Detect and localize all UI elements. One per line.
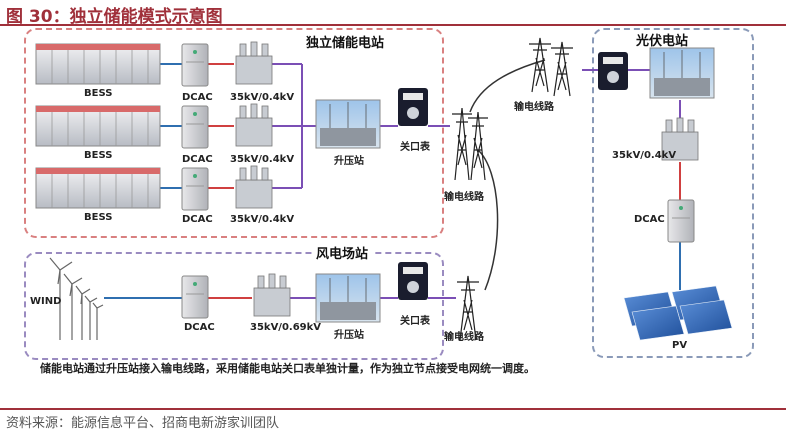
dcac-label-pv: DCAC	[634, 214, 665, 225]
pv-panel-icons	[623, 285, 733, 341]
transformer-label-1: 35kV/0.4kV	[230, 92, 295, 103]
bess-label-1: BESS	[84, 88, 113, 99]
bess-container-3	[35, 167, 161, 209]
transformer-label-pv: 35kV/0.4kV	[612, 150, 677, 161]
tower-icon-5	[457, 275, 479, 341]
substation-pv	[649, 47, 715, 99]
storage-station-title: 独立储能电站	[306, 36, 385, 51]
transformer-label-2: 35kV/0.4kV	[230, 154, 295, 165]
pv-connections	[582, 69, 681, 290]
transformer-pv	[661, 117, 699, 161]
dcac-cabinet-pv	[667, 199, 695, 243]
substation-wind	[315, 273, 381, 323]
dcac-cabinet-2	[181, 105, 209, 149]
source-text: 资料来源：能源信息平台、招商电新游家训团队	[6, 416, 280, 431]
figure-title: 图 30：独立储能模式示意图	[6, 7, 223, 27]
wind-station-title: 风电场站	[312, 243, 373, 262]
meter-icon-wind	[398, 262, 428, 300]
diagram-note: 储能电站通过升压站接入输电线路，采用储能电站关口表单独计量，作为独立节点接受电网…	[40, 362, 535, 375]
tower-icon-4	[551, 41, 573, 97]
dcac-label-3: DCAC	[182, 214, 213, 225]
dcac-cabinet-3	[181, 167, 209, 211]
substation-label-wind: 升压站	[334, 330, 364, 341]
substation-label-storage: 升压站	[334, 156, 364, 167]
storage-connections	[160, 63, 450, 189]
meter-icon-storage	[398, 88, 428, 126]
bess-container-2	[35, 105, 161, 147]
meter-label-wind: 关口表	[400, 316, 430, 327]
hv-line-curve	[477, 149, 499, 291]
pv-station-box	[592, 28, 754, 358]
top-rule	[0, 24, 786, 26]
bess-label-3: BESS	[84, 212, 113, 223]
transformer-3	[235, 165, 273, 209]
wind-label: WIND	[30, 296, 62, 307]
bess-label-2: BESS	[84, 150, 113, 161]
transformer-label-3: 35kV/0.4kV	[230, 214, 295, 225]
wind-station-box	[24, 252, 444, 360]
tower-icon-1	[452, 107, 472, 181]
line-label-3: 输电线路	[444, 332, 484, 343]
pv-label: PV	[672, 340, 688, 351]
line-label-1: 输电线路	[444, 192, 484, 203]
dcac-cabinet-wind	[181, 275, 209, 319]
hv-line-upper	[469, 59, 546, 113]
tower-icon-2	[468, 111, 488, 181]
transformer-2	[235, 103, 273, 147]
wind-turbine-icons	[49, 257, 104, 340]
transformer-label-wind: 35kV/0.69kV	[250, 322, 322, 333]
transformer-1	[235, 41, 273, 85]
bess-container-1	[35, 43, 161, 85]
dcac-label-wind: DCAC	[184, 322, 215, 333]
dcac-label-2: DCAC	[182, 154, 213, 165]
line-label-2: 输电线路	[514, 102, 554, 113]
pv-station-title: 光伏电站	[636, 34, 689, 49]
bottom-rule	[0, 408, 786, 410]
tower-icon-3	[529, 37, 551, 93]
substation-storage	[315, 99, 381, 149]
dcac-cabinet-1	[181, 43, 209, 87]
meter-label-storage: 关口表	[400, 142, 430, 153]
transformer-wind	[253, 273, 291, 317]
meter-icon-pv	[598, 52, 628, 90]
dcac-label-1: DCAC	[182, 92, 213, 103]
storage-station-box	[24, 28, 444, 238]
